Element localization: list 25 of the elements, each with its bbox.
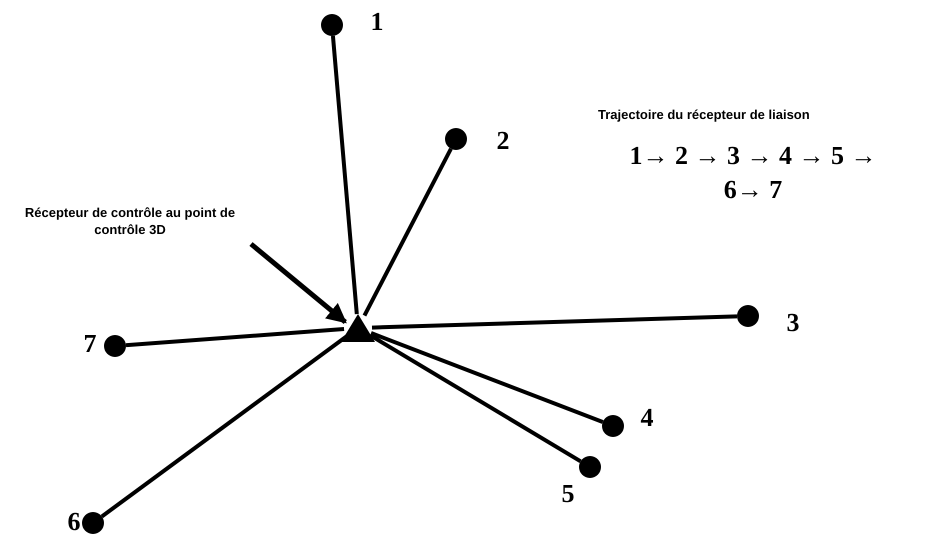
trajectory-sequence: 1→ 2 → 3 → 4 → 5 → 6→ 7	[628, 140, 878, 206]
leader-arrow	[249, 242, 347, 324]
point-number: 2	[496, 128, 510, 154]
point-number: 1	[370, 9, 384, 35]
point-dot	[321, 14, 343, 36]
point-dot	[82, 512, 104, 534]
point-number: 3	[786, 310, 800, 336]
annotation-text: Récepteur de contrôle au point de contrôle 3D	[5, 204, 255, 238]
connector-line	[368, 333, 582, 464]
connector-line	[362, 148, 453, 316]
point-number: 5	[562, 481, 574, 507]
point-number: 6	[68, 509, 80, 535]
point-number: 4	[640, 405, 654, 431]
point-dot	[737, 305, 759, 327]
point-dot	[602, 415, 624, 437]
connector-line	[370, 331, 604, 424]
point-dot	[104, 335, 126, 357]
receiver-triangle	[341, 314, 375, 342]
point-dot	[445, 128, 467, 150]
connector-line	[126, 327, 344, 348]
point-dot	[579, 456, 601, 478]
connector-line	[372, 314, 738, 330]
connector-line	[330, 36, 359, 314]
trajectory-title: Trajectoire du récepteur de liaison	[598, 107, 810, 123]
point-number: 7	[84, 331, 96, 357]
